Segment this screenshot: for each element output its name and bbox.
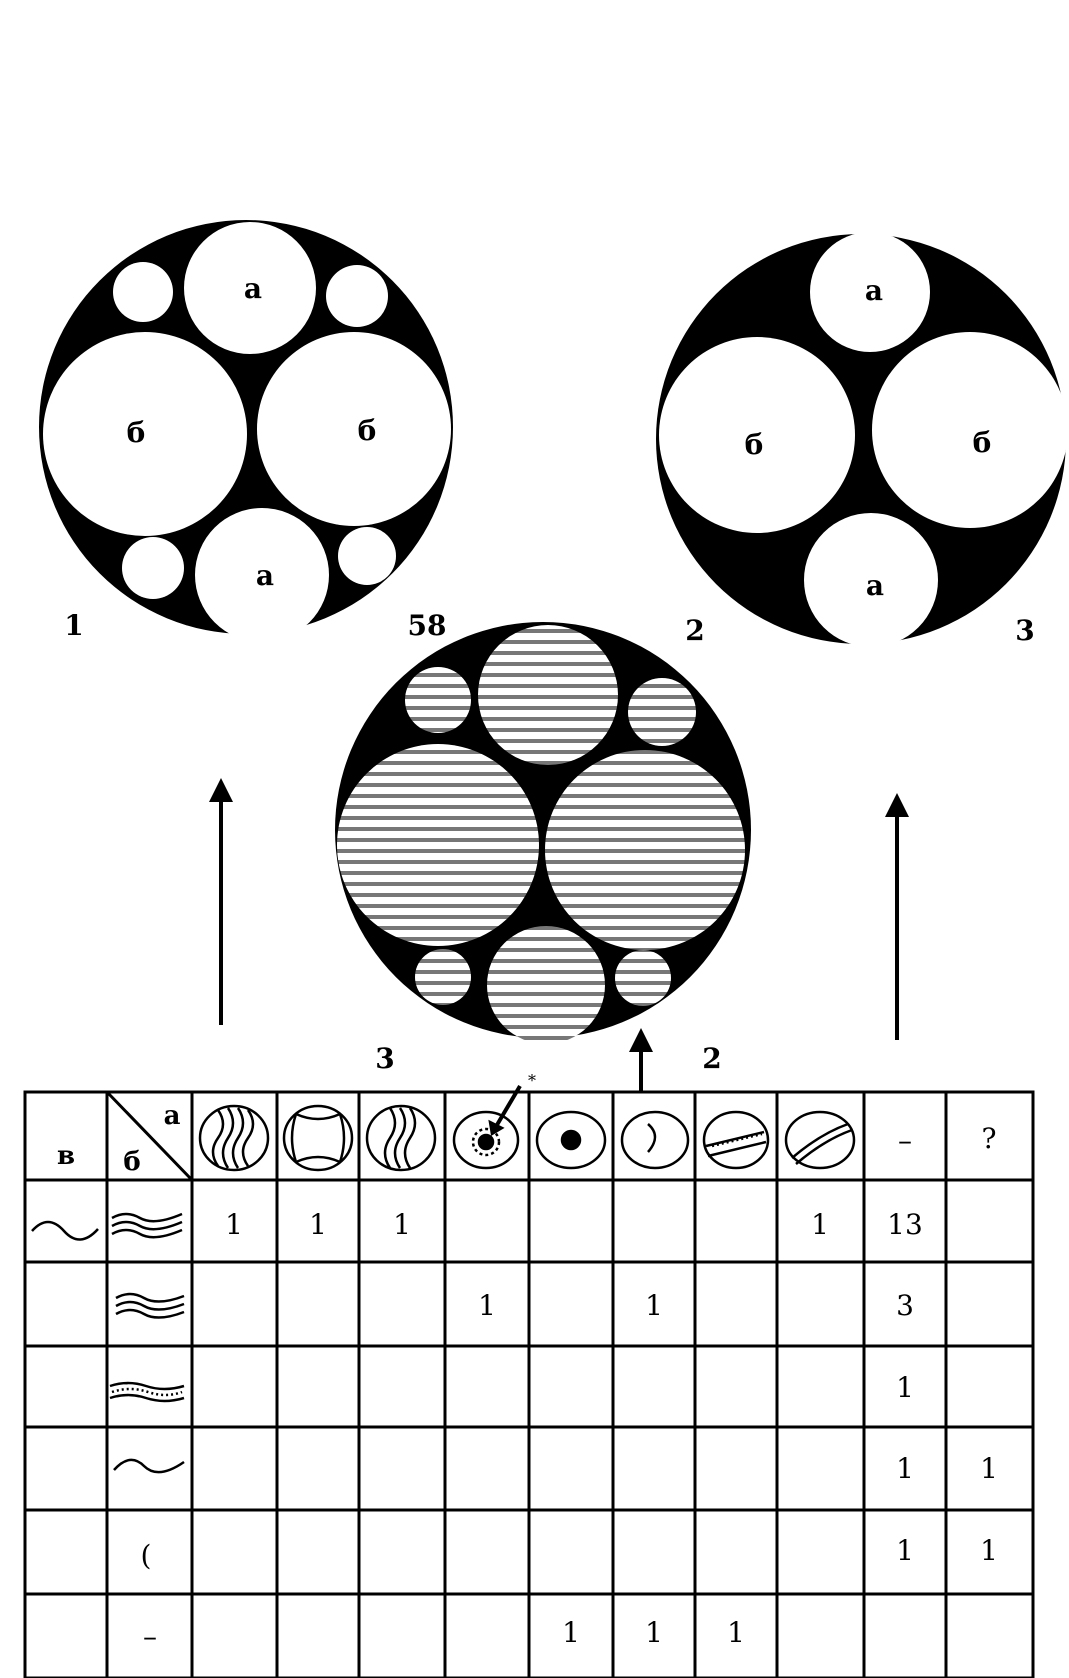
wave-icon	[32, 1222, 98, 1240]
figure-number: 2	[702, 1042, 721, 1075]
label-b: б	[745, 428, 764, 461]
circle-a	[487, 926, 605, 1044]
ornament-triple-wave-circle-icon	[200, 1106, 268, 1170]
label-b: б	[127, 416, 146, 449]
packing-diagram-2: а б б а	[656, 232, 1068, 647]
small-circle	[326, 265, 388, 327]
small-circle	[338, 527, 396, 585]
circle-b	[545, 750, 745, 950]
small-circle	[122, 537, 184, 599]
label-b: б	[973, 426, 992, 459]
figure-number: 2	[685, 614, 704, 647]
small-circle	[405, 667, 471, 733]
label-a: а	[244, 272, 262, 305]
circle-b	[257, 332, 451, 526]
ornament-diagonal-lines-circle-icon	[786, 1112, 854, 1168]
circle-b	[337, 744, 539, 946]
header-ornaments: *	[200, 1071, 854, 1170]
table-cell: 1	[896, 1534, 914, 1567]
table-cell: 1	[811, 1208, 829, 1241]
corner-label-a: а	[164, 1101, 181, 1131]
label-a: а	[866, 569, 884, 602]
circle-a	[478, 625, 618, 765]
table-cell: 1	[309, 1208, 327, 1241]
header-dash: –	[898, 1124, 912, 1157]
ornament-table	[25, 1092, 1033, 1678]
corner-label-v: в	[57, 1141, 75, 1171]
table-cell: 1	[980, 1534, 998, 1567]
figure-number: 3	[1015, 614, 1034, 647]
packing-diagram-1: а б б а	[39, 220, 453, 642]
svg-text:*: *	[528, 1071, 536, 1090]
table-cell: 1	[727, 1616, 745, 1649]
small-circle	[113, 262, 173, 322]
table-cell: 1	[896, 1371, 914, 1404]
table-cell: 13	[887, 1208, 923, 1241]
figure-number: 1	[64, 609, 83, 642]
ornament-dot-circle-icon	[537, 1112, 605, 1168]
table-cell: 1	[980, 1452, 998, 1485]
figure-number: 3	[375, 1042, 394, 1075]
header-question: ?	[981, 1122, 996, 1155]
dotted-band-icon	[110, 1383, 184, 1401]
table-cell: 1	[645, 1616, 663, 1649]
figure-number: 58	[408, 609, 447, 642]
ornament-dotted-center-circle-icon: *	[454, 1071, 536, 1168]
table-cell: 1	[562, 1616, 580, 1649]
ornament-band-circle-icon	[704, 1112, 768, 1168]
table-cell: 1	[393, 1208, 411, 1241]
ornament-barrel-circle-icon	[284, 1106, 352, 1170]
small-circle	[415, 949, 471, 1005]
table-cell: 1	[645, 1289, 663, 1322]
corner-label-b: б	[123, 1147, 140, 1177]
ornament-triple-wave-circle-icon	[367, 1106, 435, 1170]
table-cell: 1	[896, 1452, 914, 1485]
small-circle	[615, 950, 671, 1006]
dash-symbol: –	[143, 1620, 157, 1653]
table-cell: 3	[896, 1289, 914, 1322]
triple-wave-small-icon	[116, 1294, 184, 1318]
label-a: а	[865, 274, 883, 307]
table-cell: 1	[478, 1289, 496, 1322]
arc-symbol: (	[141, 1539, 152, 1572]
ornament-crescent-circle-icon	[622, 1112, 688, 1168]
small-circle	[628, 678, 696, 746]
circle-b	[872, 332, 1068, 528]
packing-diagram-3	[335, 622, 751, 1044]
table-cell: 1	[225, 1208, 243, 1241]
single-wave-icon	[114, 1460, 184, 1472]
label-b: б	[358, 414, 377, 447]
triple-wave-icon	[112, 1214, 182, 1237]
label-a: а	[256, 559, 274, 592]
